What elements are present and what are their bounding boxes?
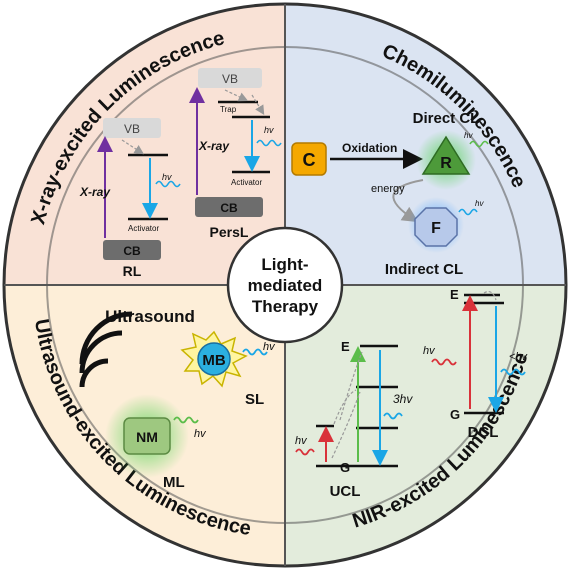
persl-release-arrow: [251, 94, 265, 116]
rl-xray-label: X-ray: [79, 185, 111, 199]
energy-label: energy: [371, 183, 405, 195]
ultra-diagram: Ultrasound MB hv SL NM hv ML: [79, 307, 276, 491]
ucl-transfer-3: [339, 351, 363, 421]
r-photon-wave: [469, 140, 489, 148]
f-hv-label: hv: [475, 199, 484, 208]
nm-hv-label: hv: [194, 428, 207, 440]
persl-hv-label: hv: [264, 125, 274, 135]
dcl-relax-arrow: [483, 290, 497, 301]
dcl-e-label: E: [450, 287, 459, 302]
ucl-transfer-2: [331, 391, 361, 459]
ucl-transfer-1: [333, 389, 357, 425]
ucl-in-wave: [295, 448, 315, 456]
dcl-hv-label: hv: [423, 345, 436, 357]
dcl-out-wave: [500, 368, 526, 376]
ultrasound-wave-1: [79, 358, 109, 388]
rl-vb-box: [103, 118, 161, 138]
rl-name: RL: [123, 263, 142, 279]
sl-label: SL: [245, 391, 264, 408]
dcl-lthv-label: <hv: [509, 351, 529, 363]
persl-cb-box: [195, 197, 263, 217]
ucl-g-label: G: [340, 460, 350, 475]
dcl-name: DCL: [468, 424, 499, 441]
f-photon-wave: [458, 208, 478, 216]
persl-xray-label: X-ray: [198, 139, 230, 153]
c-box: [291, 142, 327, 176]
rl-hv-label: hv: [162, 172, 172, 182]
ucl-hv-label: hv: [295, 435, 308, 447]
persl-cb-label: CB: [220, 201, 238, 215]
persl-diagram: VB CB X-ray Trap hv Activator PersL: [189, 68, 282, 240]
persl-name: PersL: [210, 224, 249, 240]
f-label: F: [431, 220, 441, 237]
f-octagon: [414, 207, 458, 247]
ultrasound-wave-2: [79, 330, 123, 374]
mb-photon-wave: [242, 348, 268, 356]
ucl-3hv-label: 3hv: [393, 392, 413, 406]
rl-diagram: VB CB X-ray hv Activator RL: [79, 118, 181, 279]
rl-relax-arrow: [121, 139, 145, 155]
ucl-e-label: E: [341, 339, 350, 354]
ucl-out-wave: [383, 412, 403, 420]
persl-photon-wave: [256, 139, 282, 147]
center-line-1: Light-: [261, 255, 308, 274]
nm-box: [123, 417, 171, 455]
r-triangle: [421, 135, 471, 175]
energy-arrow: [392, 179, 424, 223]
persl-activator-label: Activator: [231, 178, 262, 187]
chem-diagram: C Oxidation Direct CL R hv energy F hv I…: [291, 110, 489, 278]
persl-vb-label: VB: [222, 72, 238, 86]
oxidation-label: Oxidation: [342, 141, 397, 155]
center-line-3: Therapy: [252, 297, 319, 316]
center-circle: [226, 226, 344, 344]
rl-activator-label: Activator: [128, 224, 159, 233]
c-label: C: [303, 150, 316, 170]
nm-label: NM: [136, 429, 158, 445]
persl-trap-arrow: [224, 89, 249, 102]
rl-cb-label: CB: [123, 244, 141, 258]
r-label: R: [440, 155, 452, 172]
ucl-name: UCL: [330, 483, 361, 500]
r-hv-label: hv: [464, 131, 473, 140]
mb-bubble: [197, 342, 231, 376]
mb-label: MB: [202, 352, 225, 369]
nm-photon-wave: [173, 416, 199, 424]
ultrasound-wave-3: [79, 311, 133, 365]
persl-vb-box: [198, 68, 262, 88]
indirect-cl-label: Indirect CL: [385, 261, 463, 278]
direct-cl-label: Direct CL: [413, 110, 480, 127]
rl-vb-label: VB: [124, 122, 140, 136]
nir-diagram: hv 3hv E G UCL hv <hv E G DCL: [295, 287, 529, 500]
rl-photon-wave: [155, 180, 181, 188]
dcl-in-wave: [431, 358, 457, 366]
center-line-2: mediated: [248, 276, 323, 295]
rl-cb-box: [103, 240, 161, 260]
ml-label: ML: [163, 474, 185, 491]
mb-hv-label: hv: [263, 341, 276, 353]
dcl-g-label: G: [450, 407, 460, 422]
persl-trap-label: Trap: [220, 105, 237, 114]
